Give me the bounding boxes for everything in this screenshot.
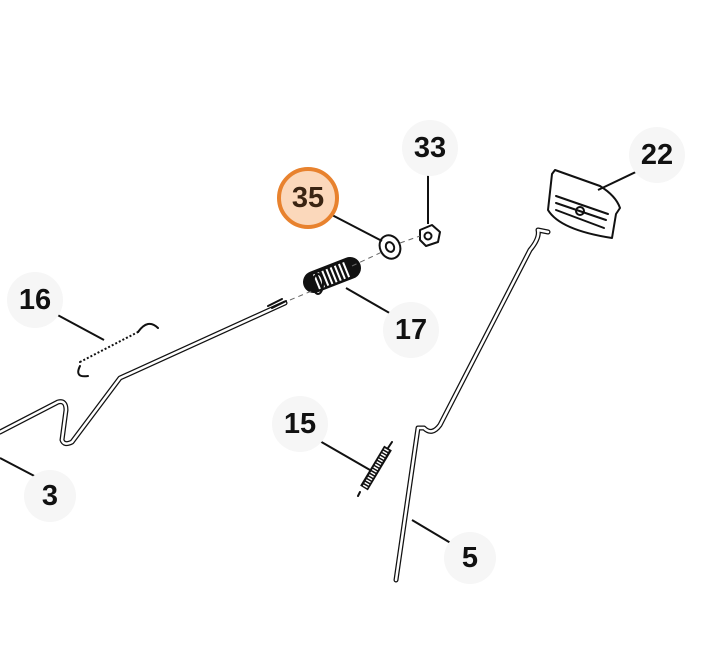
part-33-nut[interactable] <box>419 224 441 247</box>
callout-5[interactable]: 5 <box>444 532 496 584</box>
svg-text:3: 3 <box>42 480 58 512</box>
leader-5 <box>411 519 455 546</box>
leader-16 <box>51 311 105 341</box>
leader-22 <box>597 169 641 191</box>
part-17-spring[interactable] <box>303 257 361 295</box>
callout-35-highlighted[interactable]: 35 <box>277 167 339 229</box>
svg-text:33: 33 <box>414 132 446 164</box>
leader-35 <box>331 214 383 242</box>
svg-text:35: 35 <box>292 182 324 214</box>
leader-15 <box>317 439 371 471</box>
svg-text:15: 15 <box>284 408 316 440</box>
part-35-washer[interactable] <box>376 232 404 262</box>
axis-line <box>351 251 383 267</box>
svg-text:5: 5 <box>462 542 478 574</box>
callout-3[interactable]: 3 <box>24 470 76 522</box>
axis-line <box>399 235 421 244</box>
axis-line <box>289 289 315 301</box>
part-16-spring[interactable] <box>77 322 159 378</box>
callout-33[interactable]: 33 <box>402 120 458 176</box>
svg-text:17: 17 <box>395 314 427 346</box>
svg-text:22: 22 <box>641 139 673 171</box>
svg-text:16: 16 <box>19 284 51 316</box>
callout-16[interactable]: 16 <box>7 272 63 328</box>
callout-15[interactable]: 15 <box>272 396 328 452</box>
callout-22[interactable]: 22 <box>629 127 685 183</box>
part-3-rod[interactable] <box>0 298 288 447</box>
leader-17 <box>345 287 394 316</box>
part-15-spring[interactable] <box>357 441 393 497</box>
callout-17[interactable]: 17 <box>383 302 439 358</box>
part-5-rod[interactable] <box>393 227 551 583</box>
part-22-handle[interactable] <box>547 169 621 239</box>
